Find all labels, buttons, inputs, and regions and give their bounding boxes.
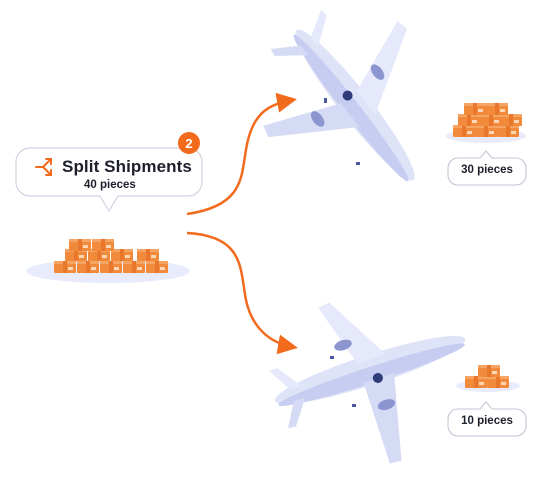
count-bubble-30 (447, 150, 527, 186)
shipment-a-count: 30 pieces (461, 164, 513, 176)
box-stack-30 (446, 103, 526, 143)
callout-title: Split Shipments (62, 157, 192, 176)
shipment-b-count: 10 pieces (461, 415, 513, 427)
airplane-upper-debris (324, 98, 360, 165)
step-badge-number: 2 (185, 136, 193, 151)
airplane-lower (269, 302, 466, 464)
count-bubble-10 (447, 401, 527, 437)
split-shipments-callout (15, 132, 203, 213)
origin-box-stack (26, 239, 190, 283)
callout-subtitle: 40 pieces (84, 179, 136, 191)
split-arrow-icon (35, 158, 52, 176)
box-stack-10 (456, 365, 520, 392)
route-arrow-upper (186, 92, 297, 216)
step-badge (178, 132, 200, 154)
airplane-upper (263, 9, 415, 182)
route-arrow-lower (186, 231, 298, 355)
airplane-lower-debris (330, 356, 356, 407)
